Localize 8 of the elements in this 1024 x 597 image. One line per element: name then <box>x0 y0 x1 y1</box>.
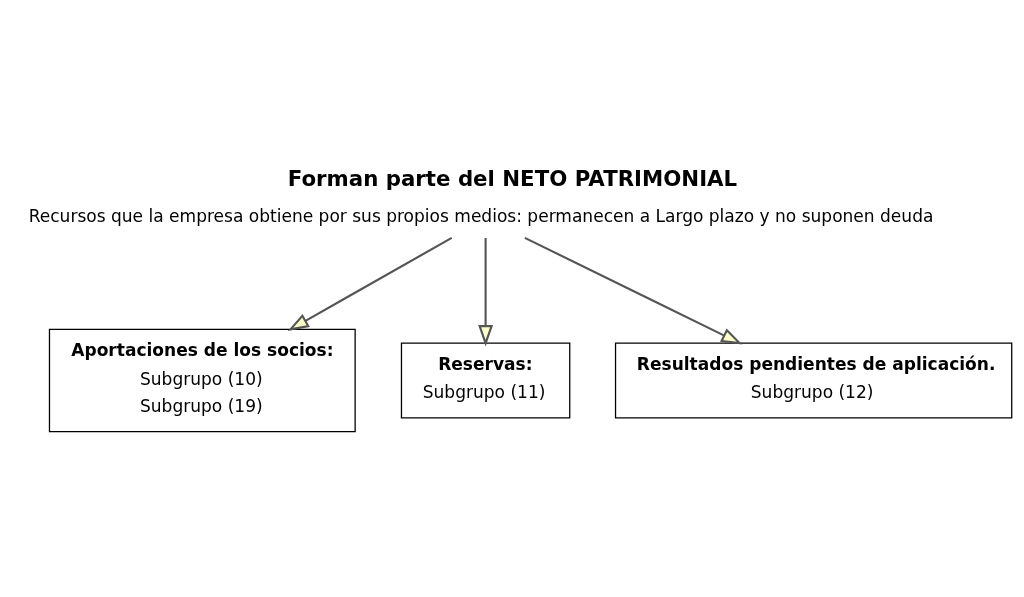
node-box: Resultados pendientes de aplicación. Subgrupo (12) <box>614 342 1012 419</box>
node-text: Recursos que la empresa obtiene por sus propios medios: permanecen a Largo plazo y no suponen deuda <box>28 205 933 226</box>
arrow <box>523 236 742 345</box>
diagram-title: Forman parte del NETO PATRIMONIAL <box>287 165 737 191</box>
node-box: Reservas: Subgrupo (11) <box>400 342 570 419</box>
arrow <box>477 238 493 347</box>
node-box: Aportaciones de los socios: Subgrupo (10) Subgrupo (19) <box>48 328 356 433</box>
arrow <box>287 236 452 331</box>
